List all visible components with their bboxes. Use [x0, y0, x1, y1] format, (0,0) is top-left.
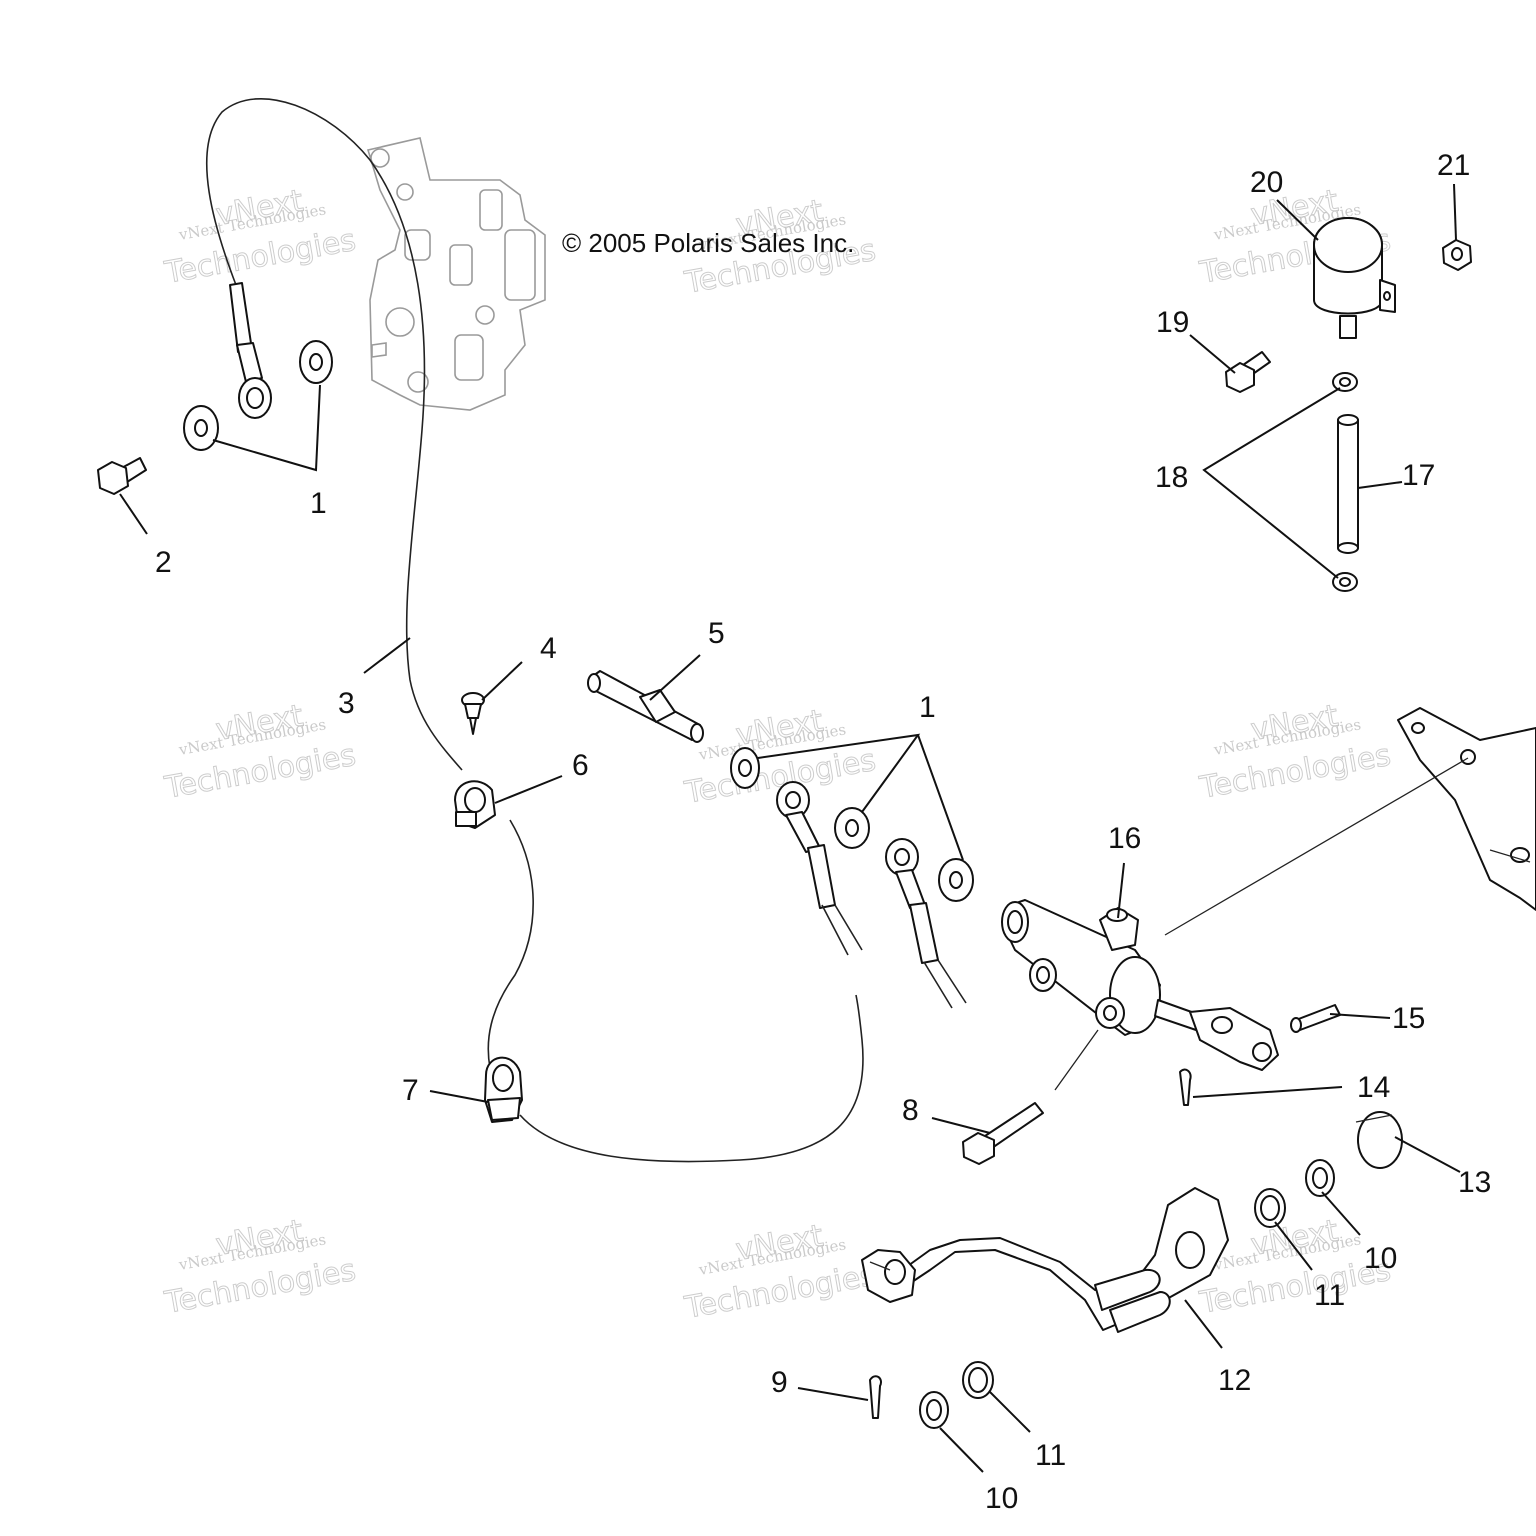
copyright-text: © 2005 Polaris Sales Inc. — [562, 228, 854, 258]
brake-pedal — [861, 1187, 1229, 1333]
hex-nut — [1442, 239, 1472, 271]
bushing-11-right — [1254, 1188, 1286, 1228]
callout-7: 7 — [402, 1074, 419, 1107]
callout-17: 17 — [1402, 459, 1435, 492]
callout-15: 15 — [1392, 1002, 1425, 1035]
pivot-bolt — [962, 1102, 1044, 1165]
banjo-hose-center-left — [776, 781, 863, 956]
sealing-washer-lower — [183, 405, 219, 451]
hose-adapter — [587, 670, 704, 743]
callout-9: 9 — [771, 1366, 788, 1399]
cotter-pin-14 — [1179, 1068, 1192, 1106]
fluid-reservoir — [1313, 217, 1396, 339]
callout-11-bottom: 11 — [1035, 1439, 1066, 1472]
push-rivet — [461, 692, 485, 735]
mounting-bracket — [1397, 707, 1536, 911]
callout-20: 20 — [1250, 166, 1283, 199]
callout-21: 21 — [1437, 149, 1470, 182]
banjo-washer-center — [730, 747, 760, 789]
callout-labels: 1 2 3 4 5 6 7 8 9 1 10 11 12 13 14 15 16… — [155, 149, 1491, 1515]
callout-19: 19 — [1156, 306, 1189, 339]
watermark-top-left: vNext vNext Technologies Technologies — [161, 183, 359, 292]
leader-lines — [119, 183, 1469, 1473]
callout-10-bottom: 10 — [985, 1482, 1018, 1515]
watermark-mid-left: vNext vNext Technologies Technologies — [161, 698, 359, 807]
master-cylinder — [1001, 899, 1279, 1071]
brake-caliper — [366, 137, 546, 411]
brake-hose-3-bottom — [519, 994, 864, 1163]
reservoir-hose — [1337, 414, 1359, 554]
banjo-fitting-upper — [229, 282, 272, 419]
watermark-group: vNext vNext Technologies Technologies vN… — [161, 183, 1394, 1327]
callout-5: 5 — [708, 617, 725, 650]
sealing-washer-upper — [299, 340, 333, 384]
callout-3: 3 — [338, 687, 355, 720]
callout-6: 6 — [572, 749, 589, 782]
callout-1-top: 1 — [310, 487, 327, 520]
callout-1-center: 1 — [919, 691, 936, 724]
brake-hose-3-lower — [487, 819, 534, 1069]
washer-10-bottom — [919, 1391, 949, 1429]
bushing-11-bottom — [962, 1361, 994, 1399]
hose-clamp-6 — [454, 780, 496, 829]
watermark-bottom-center: vNext vNext Technologies Technologies — [681, 1218, 879, 1327]
callout-12: 12 — [1218, 1364, 1251, 1397]
sealing-washer-right — [938, 858, 974, 902]
callout-4: 4 — [540, 632, 557, 665]
hose-clamp-18-lower — [1332, 572, 1358, 592]
banjo-hose-center-right — [885, 838, 967, 1009]
washer-10-right — [1305, 1159, 1335, 1197]
callout-2: 2 — [155, 546, 172, 579]
brake-hose-3 — [205, 97, 463, 771]
callout-10-right: 10 — [1364, 1242, 1397, 1275]
watermark-bottom-left: vNext vNext Technologies Technologies — [161, 1213, 359, 1322]
callout-18: 18 — [1155, 461, 1188, 494]
banjo-bolt — [97, 457, 147, 495]
callout-11-right: 11 — [1314, 1279, 1345, 1312]
hose-clamp-18-upper — [1332, 372, 1358, 392]
hose-clip-7 — [484, 1056, 523, 1123]
sealing-washer-center — [834, 807, 870, 849]
watermark-mid-center: vNext vNext Technologies Technologies — [681, 703, 879, 812]
callout-16: 16 — [1108, 822, 1141, 855]
clevis-pin — [1290, 1004, 1341, 1033]
callout-8: 8 — [902, 1094, 919, 1127]
callout-13: 13 — [1458, 1166, 1491, 1199]
watermark-mid-right: vNext vNext Technologies Technologies — [1196, 698, 1394, 807]
cotter-pin-9 — [869, 1375, 882, 1419]
return-spring — [1355, 1111, 1403, 1169]
callout-14: 14 — [1357, 1071, 1390, 1104]
